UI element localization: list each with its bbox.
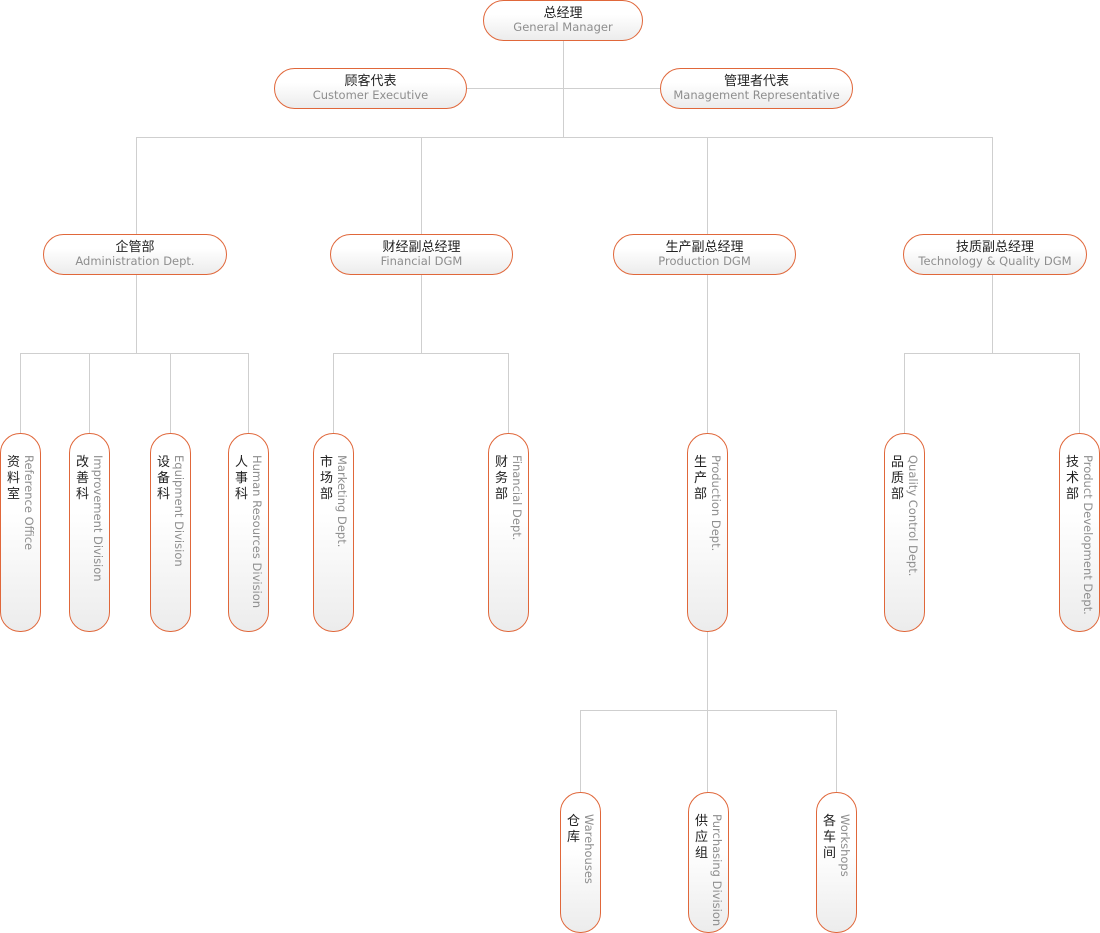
node-title: 生产副总经理: [665, 240, 744, 255]
node-subtitle: Financial Dept.: [510, 455, 524, 541]
node-production-dgm: 生产副总经理 Production DGM: [613, 234, 796, 275]
node-title: 管理者代表: [723, 74, 789, 89]
connector-line: [992, 274, 993, 354]
node-subtitle: Equipment Division: [172, 455, 186, 567]
connector-line: [508, 353, 509, 434]
node-title: 顾客代表: [344, 74, 397, 89]
node-title: 资料室: [7, 455, 21, 502]
node-subtitle: Administration Dept.: [75, 254, 195, 268]
node-general-manager: 总经理 General Manager: [483, 0, 643, 41]
node-warehouses: 仓库 Warehouses: [560, 792, 601, 933]
connector-line: [333, 353, 334, 434]
node-title: 品质部: [891, 455, 905, 502]
node-subtitle: Customer Executive: [312, 88, 429, 102]
node-technology-quality-dgm: 技质副总经理 Technology & Quality DGM: [903, 234, 1087, 275]
connector-line: [707, 274, 708, 434]
node-production-dept: 生产部 Production Dept.: [687, 433, 728, 632]
node-subtitle: Human Resources Division: [250, 455, 264, 609]
node-improvement-division: 改善科 Improvement Division: [69, 433, 110, 632]
node-financial-dept: 财务部 Financial Dept.: [488, 433, 529, 632]
node-title: 总经理: [543, 6, 583, 21]
node-title: 人事科: [235, 455, 249, 502]
node-quality-control-dept: 品质部 Quality Control Dept.: [884, 433, 925, 632]
node-subtitle: Product Development Dept.: [1081, 455, 1095, 615]
connector-line: [580, 710, 837, 711]
connector-line: [333, 353, 509, 354]
node-marketing-dept: 市场部 Marketing Dept.: [313, 433, 354, 632]
node-title: 市场部: [320, 455, 334, 502]
node-management-representative: 管理者代表 Management Representative: [660, 68, 853, 109]
node-reference-office: 资料室 Reference Office: [0, 433, 41, 632]
node-subtitle: Improvement Division: [91, 455, 105, 582]
node-administration-dept: 企管部 Administration Dept.: [43, 234, 227, 275]
connector-line: [170, 353, 171, 434]
node-title: 财务部: [495, 455, 509, 502]
connector-line: [136, 274, 137, 354]
connector-line: [20, 353, 21, 434]
node-subtitle: Purchasing Division: [710, 814, 724, 927]
node-product-development-dept: 技术部 Product Development Dept.: [1059, 433, 1100, 632]
node-title: 各车间: [823, 814, 837, 861]
connector-line: [836, 710, 837, 793]
node-subtitle: Production DGM: [658, 254, 751, 268]
node-subtitle: Marketing Dept.: [335, 455, 349, 548]
node-subtitle: Workshops: [838, 814, 852, 877]
connector-line: [89, 353, 90, 434]
node-purchasing-division: 供应组 Purchasing Division: [688, 792, 729, 933]
node-subtitle: Warehouses: [582, 814, 596, 884]
node-equipment-division: 设备科 Equipment Division: [150, 433, 191, 632]
node-title: 财经副总经理: [382, 240, 461, 255]
node-subtitle: Production Dept.: [709, 455, 723, 552]
node-title: 改善科: [76, 455, 90, 502]
node-customer-executive: 顾客代表 Customer Executive: [274, 68, 467, 109]
connector-line: [992, 137, 993, 235]
connector-line: [707, 630, 708, 793]
node-workshops: 各车间 Workshops: [816, 792, 857, 933]
connector-line: [20, 353, 249, 354]
connector-line: [466, 88, 661, 89]
node-financial-dgm: 财经副总经理 Financial DGM: [330, 234, 513, 275]
connector-line: [904, 353, 905, 434]
node-title: 生产部: [694, 455, 708, 502]
connector-line: [136, 137, 993, 138]
node-subtitle: Financial DGM: [380, 254, 463, 268]
connector-line: [1079, 353, 1080, 434]
node-subtitle: General Manager: [513, 20, 613, 34]
node-title: 技术部: [1066, 455, 1080, 502]
node-human-resources-division: 人事科 Human Resources Division: [228, 433, 269, 632]
connector-line: [421, 137, 422, 235]
connector-line: [707, 137, 708, 235]
connector-line: [248, 353, 249, 434]
node-title: 技质副总经理: [955, 240, 1034, 255]
connector-line: [904, 353, 1080, 354]
node-subtitle: Management Representative: [673, 88, 840, 102]
node-title: 设备科: [157, 455, 171, 502]
node-subtitle: Technology & Quality DGM: [918, 254, 1072, 268]
node-subtitle: Reference Office: [22, 455, 36, 551]
node-title: 仓库: [567, 814, 581, 845]
node-subtitle: Quality Control Dept.: [906, 455, 920, 577]
node-title: 供应组: [695, 814, 709, 861]
connector-line: [136, 137, 137, 235]
connector-line: [580, 710, 581, 793]
connector-line: [421, 274, 422, 354]
node-title: 企管部: [115, 240, 155, 255]
